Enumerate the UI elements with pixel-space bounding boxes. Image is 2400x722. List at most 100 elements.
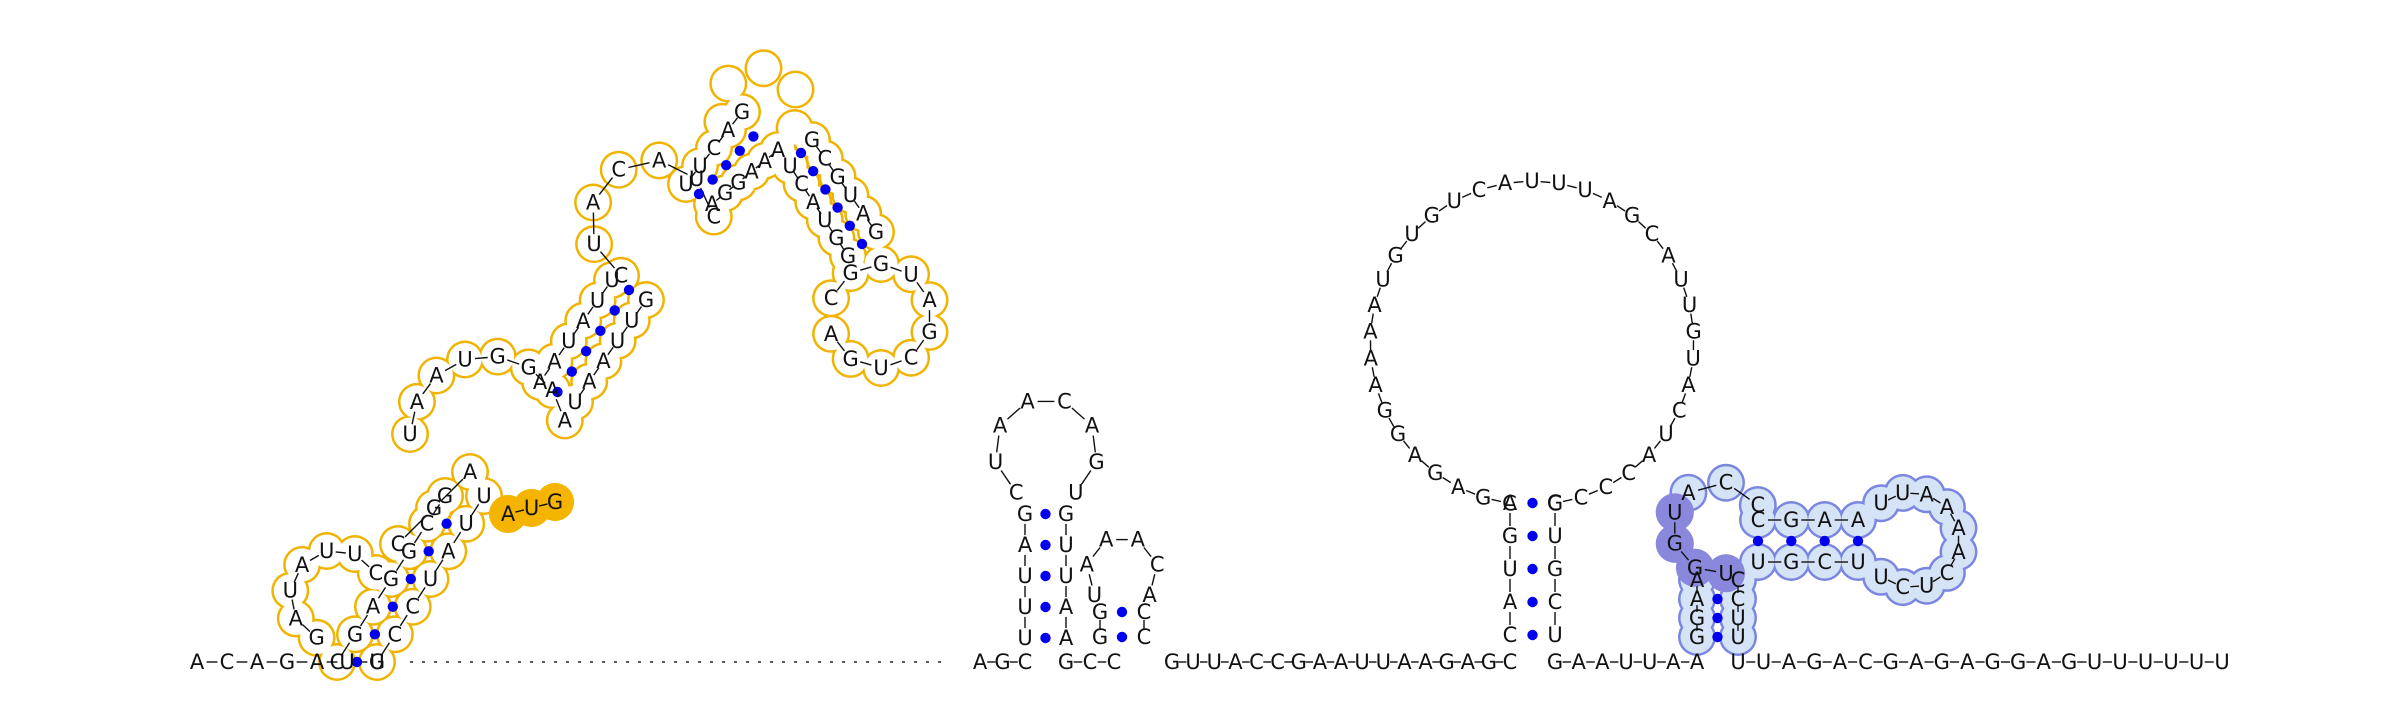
backbone-linker-3-nt: C bbox=[1503, 650, 1518, 674]
structure-5-hairpin-f-nt: U bbox=[1895, 481, 1910, 505]
bond-structure-1 bbox=[302, 624, 311, 633]
structure-5-connector-nt: A bbox=[1681, 481, 1696, 505]
bond-structure-5 bbox=[1697, 484, 1717, 491]
bond-structure-4 bbox=[1402, 440, 1411, 449]
bond-structure-5 bbox=[1949, 558, 1956, 567]
structure-1-stem-c-left-nt: U bbox=[678, 172, 693, 196]
backbone-linker-4-nt: G bbox=[1547, 650, 1563, 674]
structure-4-stem-left-nt: C bbox=[1503, 623, 1518, 647]
bond-structure-4 bbox=[1371, 313, 1374, 324]
backbone-3prime-nt: C bbox=[1858, 650, 1873, 674]
structure-4-stem-right-nt: U bbox=[1547, 524, 1562, 548]
backbone-3prime-nt: U bbox=[2189, 650, 2204, 674]
bond-structure-5 bbox=[1910, 492, 1920, 495]
backbone-linker-3-nt: A bbox=[1313, 650, 1328, 674]
structure-5-stem-e-right-nt: C bbox=[1731, 587, 1746, 611]
backbone-linker-3-nt: G bbox=[1438, 650, 1454, 674]
structure-4-stem-left-nt: G bbox=[1502, 524, 1518, 548]
structure-4-stem-right-nt: G bbox=[1547, 557, 1563, 581]
base-pair-dots bbox=[351, 131, 1864, 668]
structure-1-pair-dot bbox=[580, 346, 592, 357]
bond-structure-4 bbox=[1442, 476, 1452, 484]
bond-structure-4 bbox=[1562, 498, 1573, 503]
structure-1-stem-d-right-nt: C bbox=[817, 146, 832, 170]
backbone-3prime-nt: A bbox=[2037, 650, 2052, 674]
backbone-3prime-nt: G bbox=[2010, 650, 2026, 674]
structure-1-stem-c-left-nt: C bbox=[707, 136, 722, 160]
structure-4-loop-nt: C bbox=[1472, 178, 1487, 202]
structure-4-stem-left-nt: A bbox=[1503, 491, 1518, 515]
bond-structure-2 bbox=[1007, 407, 1021, 420]
structure-3-hairpin-nt: A bbox=[1142, 583, 1157, 607]
structure-4-loop-nt: U bbox=[1682, 293, 1697, 317]
backbone-linker-4-nt: A bbox=[1595, 650, 1610, 674]
structure-5-hairpin-f-nt: A bbox=[1951, 540, 1966, 564]
backbone-3prime-nt: U bbox=[2138, 650, 2153, 674]
bond-structure-4 bbox=[1616, 205, 1626, 212]
structure-5-hairpin-f-nt: U bbox=[1873, 565, 1888, 589]
structure-2-pair-dot bbox=[1040, 570, 1051, 582]
structure-2-stem-left-nt: A bbox=[1018, 533, 1033, 557]
bond-structure-1 bbox=[841, 182, 847, 190]
backbone-linker-3-nt: G bbox=[1164, 650, 1180, 674]
structure-1-hairpin-d-nt: A bbox=[824, 322, 839, 346]
structure-1-hairpin-a-nt: U bbox=[283, 579, 298, 603]
bond-structure-5 bbox=[1680, 550, 1690, 561]
bond-structure-4 bbox=[1540, 181, 1551, 184]
structure-4-loop-nt: U bbox=[1686, 347, 1701, 371]
backbone-3prime-nt: G bbox=[1934, 650, 1950, 674]
structure-5-pair-dot bbox=[1712, 631, 1723, 643]
backbone-3prime-nt: U bbox=[2163, 650, 2178, 674]
bond-structure-1 bbox=[506, 359, 520, 365]
structure-5-pair-dot bbox=[1712, 593, 1723, 605]
bond-structure-4 bbox=[1656, 240, 1664, 250]
structure-1-pair-dot bbox=[832, 202, 843, 213]
structure-1-interior-loop-nt: G bbox=[490, 345, 506, 369]
structure-1-stem-b-right-nt: U bbox=[567, 390, 582, 414]
structure-1-stem-c-right-nt: A bbox=[771, 138, 786, 162]
backbone-5prime-nt: A bbox=[190, 650, 205, 674]
structure-1-pair-dot bbox=[387, 601, 398, 612]
bond-structure-1 bbox=[535, 373, 546, 384]
structure-5-stem-f-right-nt: U bbox=[1750, 550, 1765, 574]
bond-structure-1 bbox=[815, 145, 822, 153]
structure-4-loop-nt: A bbox=[1408, 443, 1423, 467]
structure-4-loop-nt: U bbox=[1658, 422, 1673, 446]
bond-structure-4 bbox=[1386, 262, 1393, 273]
structure-1-pair-dot bbox=[721, 160, 732, 171]
bond-structure-4 bbox=[1376, 287, 1381, 298]
structure-1-stem-a-left-nt: C bbox=[330, 650, 345, 674]
structure-5-stem-f-right-nt: U bbox=[1850, 550, 1865, 574]
bond-structure-4 bbox=[1669, 417, 1676, 427]
structure-2-stem-left-nt: U bbox=[1017, 626, 1032, 650]
structure-1-stem-d-left-nt: G bbox=[840, 244, 856, 268]
structure-5-stem-f-left-nt: A bbox=[1818, 508, 1833, 532]
structure-5-hairpin-f-nt: A bbox=[1940, 495, 1955, 519]
structure-2-stem-right-nt: A bbox=[1059, 626, 1074, 650]
backbone-5prime-nt: A bbox=[250, 650, 265, 674]
bond-structure-4 bbox=[1567, 184, 1577, 189]
structure-1-hairpin-a-nt: A bbox=[295, 553, 310, 577]
structure-5-stem-e-left-nt: A bbox=[1690, 587, 1705, 611]
structure-4-loop-nt: U bbox=[1404, 222, 1419, 246]
structure-5-stem-f-right-nt: C bbox=[1817, 550, 1832, 574]
structure-1-hairpin-d-nt: U bbox=[903, 262, 918, 286]
backbone-linker-4-nt: U bbox=[1618, 650, 1633, 674]
bond-structure-1 bbox=[598, 177, 614, 196]
structure-1-motif-nt: U bbox=[524, 496, 539, 520]
structure-1-stem-a-left-nt: A bbox=[366, 595, 381, 619]
bond-structure-2 bbox=[996, 435, 1000, 453]
backbone-linker-2-nt: C bbox=[1107, 650, 1122, 674]
structure-1-stem-b-left-nt: A bbox=[576, 309, 591, 333]
bond-structure-1 bbox=[399, 614, 408, 627]
structure-4-loop-nt: U bbox=[1673, 267, 1688, 291]
structure-1-stem-c-right-nt: A bbox=[705, 192, 720, 216]
structure-1-pair-dot bbox=[369, 629, 381, 640]
bond-structure-4 bbox=[1681, 393, 1687, 403]
structure-3-hairpin-nt: C bbox=[1150, 553, 1165, 577]
bond-structure-1 bbox=[860, 266, 872, 271]
bond-structure-4 bbox=[1421, 460, 1430, 468]
bond-structure-5 bbox=[1932, 576, 1941, 583]
structure-3-stem-right-nt: C bbox=[1137, 625, 1152, 649]
backbone-linker-3-nt: U bbox=[1354, 650, 1369, 674]
